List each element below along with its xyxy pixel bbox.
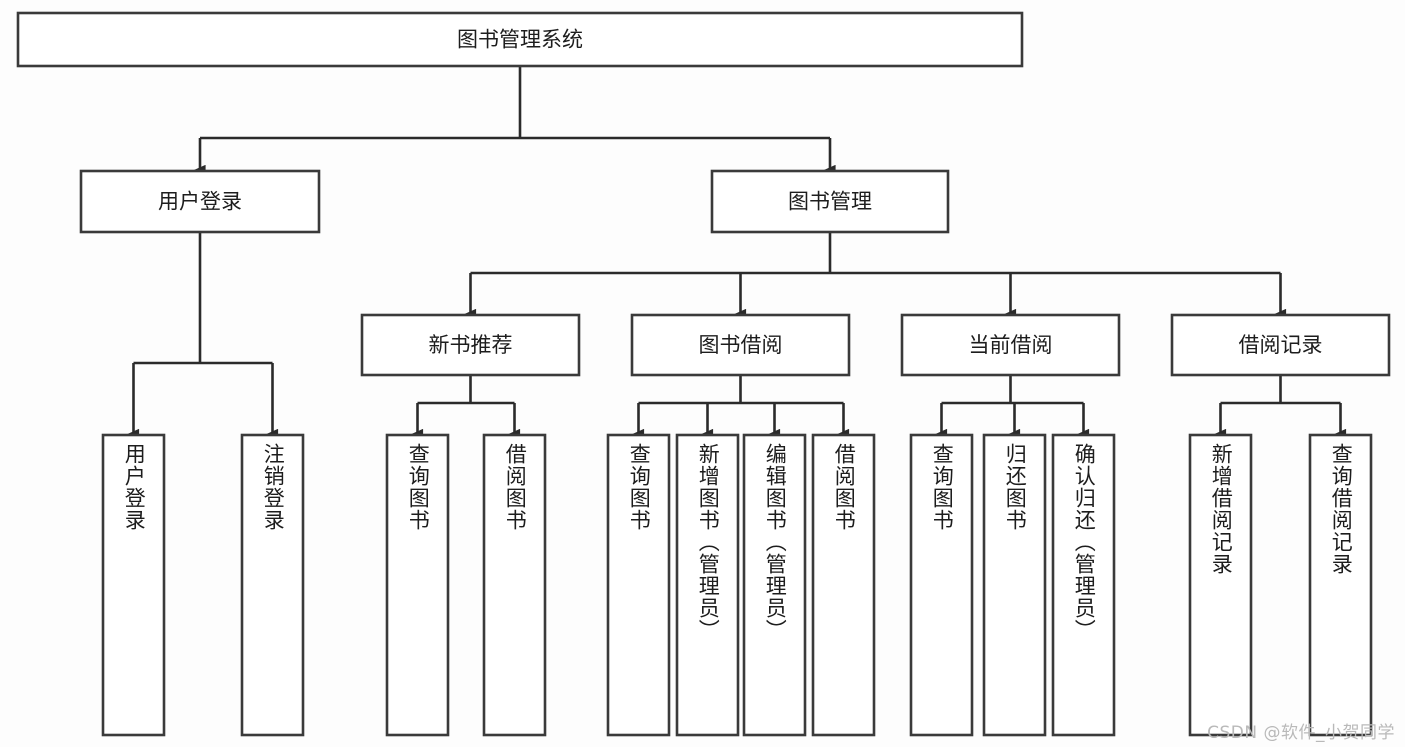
node-label-book-borrow: 图书借阅 [699, 333, 783, 357]
node-box-leaf-query-book-3 [909, 433, 974, 737]
csdn-watermark: CSDN @软件_小贺同学 [1207, 723, 1395, 743]
node-box-leaf-user-logout [240, 433, 305, 737]
node-label-user-login: 用户登录 [158, 190, 242, 214]
node-box-new-book-rec [360, 313, 581, 377]
node-label-root: 图书管理系统 [457, 28, 583, 52]
node-label-borrow-record: 借阅记录 [1239, 333, 1323, 357]
node-box-borrow-record [1170, 313, 1391, 377]
node-box-book-manage [710, 169, 950, 234]
node-box-root [16, 11, 1024, 68]
connector-bar-borrow-record [1220, 375, 1341, 405]
node-box-layer [16, 11, 1391, 737]
node-box-leaf-borrow-book-1 [482, 433, 547, 737]
node-box-leaf-user-login [101, 433, 166, 737]
node-box-leaf-edit-book [742, 433, 807, 737]
connector-bar-new-book-rec [417, 375, 515, 405]
connector-bar-user-login [133, 232, 273, 365]
node-box-book-borrow [630, 313, 851, 377]
node-box-leaf-query-record [1308, 433, 1373, 737]
connector-layer [127, 66, 1347, 440]
node-label-new-book-rec: 新书推荐 [429, 333, 513, 357]
node-box-current-borrow [900, 313, 1121, 377]
node-box-leaf-borrow-book-2 [811, 433, 876, 737]
connector-bar-book-borrow [638, 375, 844, 405]
node-box-user-login [79, 169, 321, 234]
node-label-current-borrow: 当前借阅 [969, 333, 1053, 357]
connector-bar-book-manage [470, 232, 1281, 275]
node-box-leaf-add-record [1188, 433, 1253, 737]
node-box-leaf-query-book-2 [606, 433, 671, 737]
node-label-book-manage: 图书管理 [788, 190, 872, 214]
node-box-leaf-add-book [675, 433, 740, 737]
connector-bar-root [200, 66, 830, 140]
node-box-leaf-return-book [982, 433, 1047, 737]
node-box-leaf-query-book-1 [385, 433, 450, 737]
node-box-leaf-confirm-return [1051, 433, 1116, 737]
connector-bar-current-borrow [941, 375, 1084, 405]
